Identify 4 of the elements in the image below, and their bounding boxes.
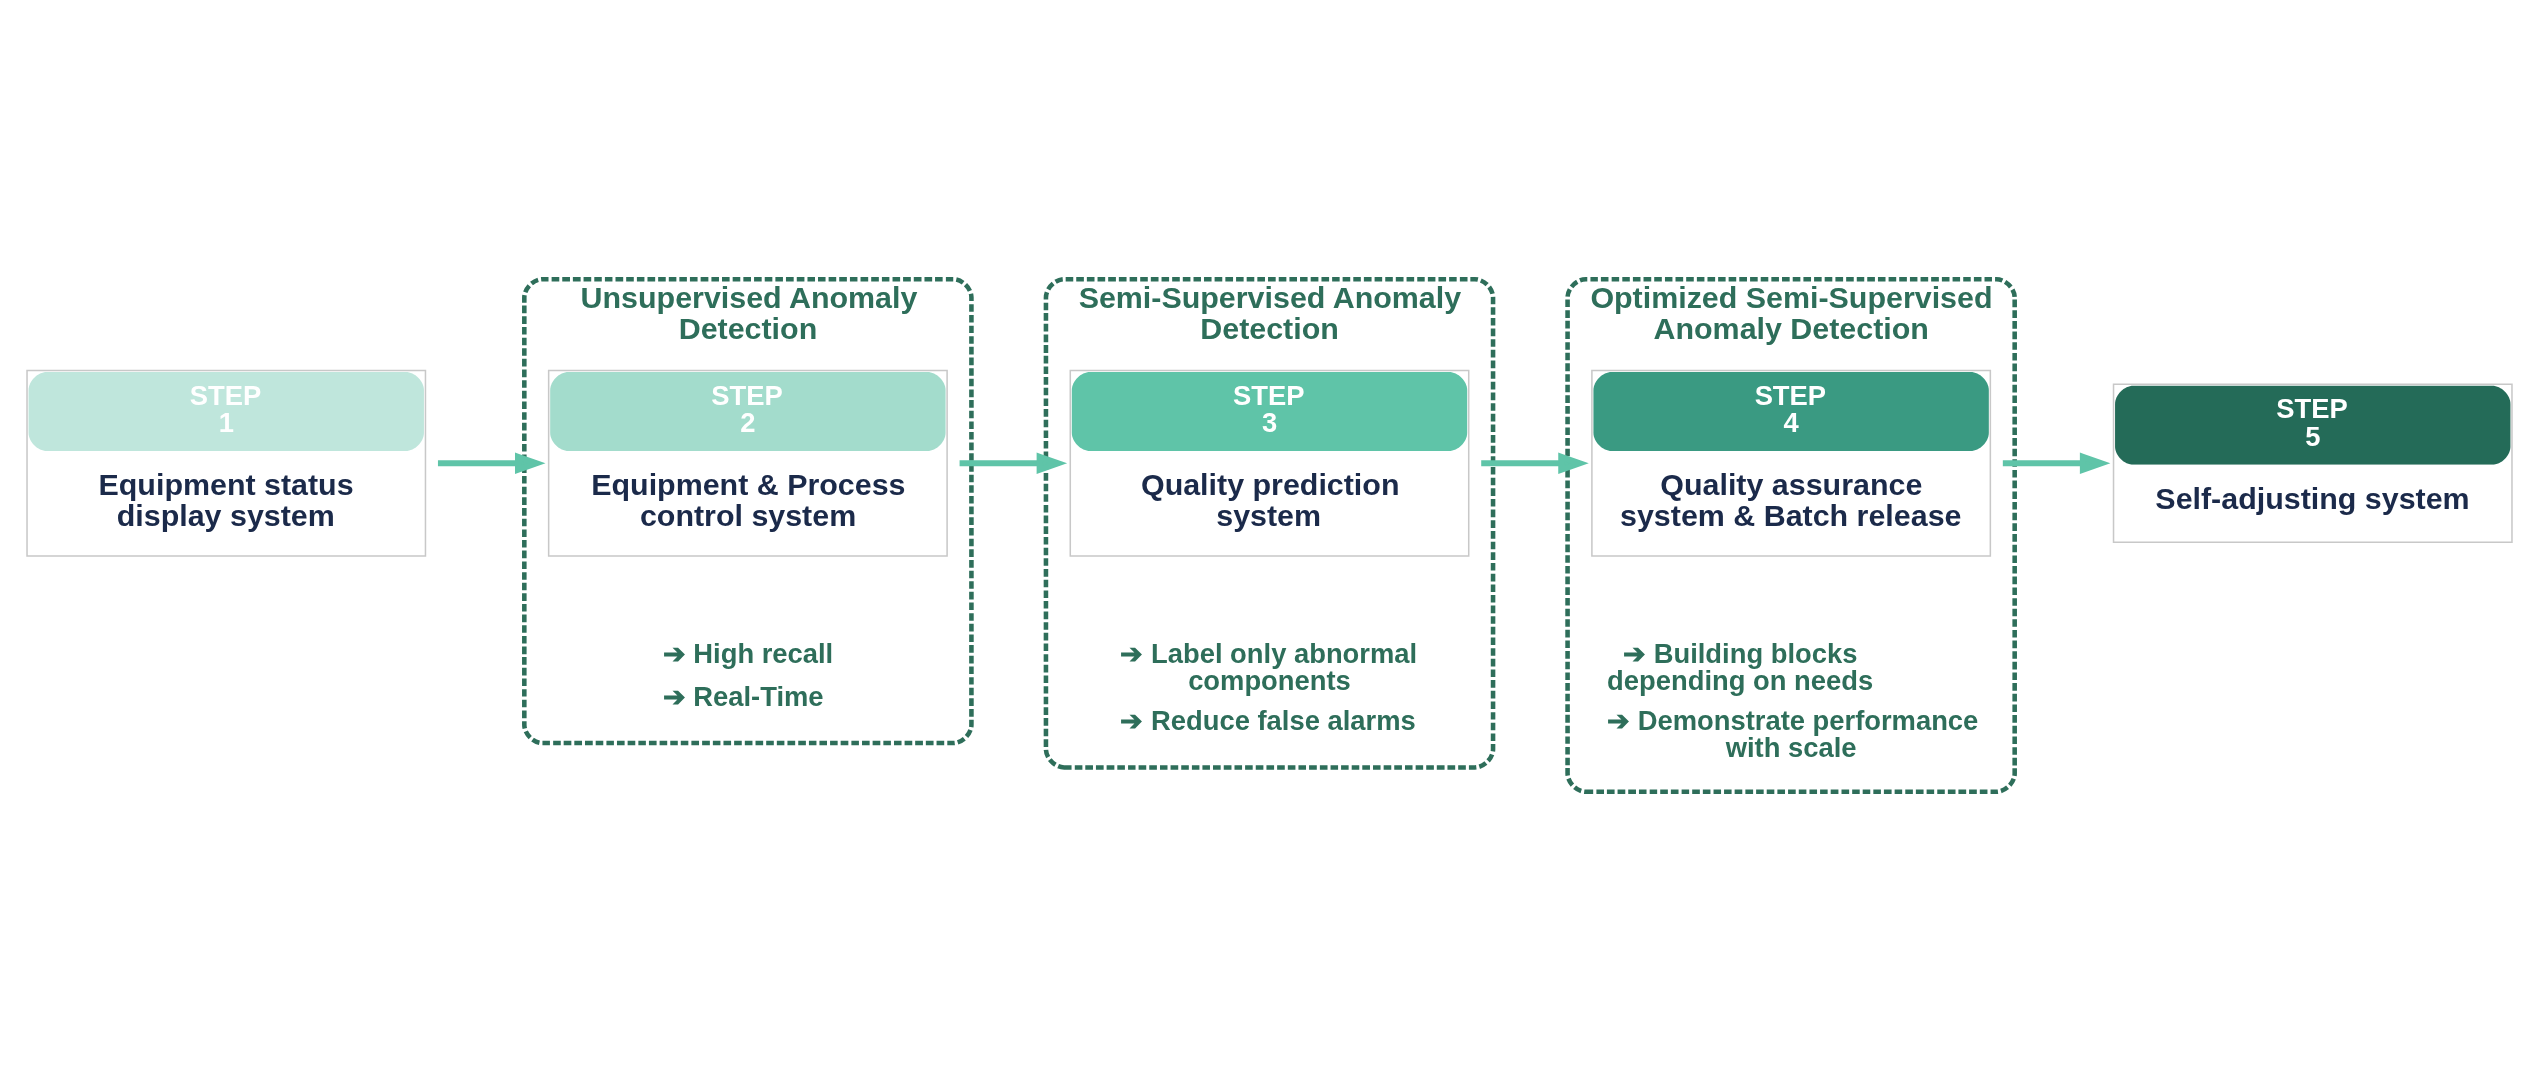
arrow [2002,452,2111,474]
arrow [1481,452,1589,474]
arrow [959,452,1068,474]
arrow [437,452,546,474]
